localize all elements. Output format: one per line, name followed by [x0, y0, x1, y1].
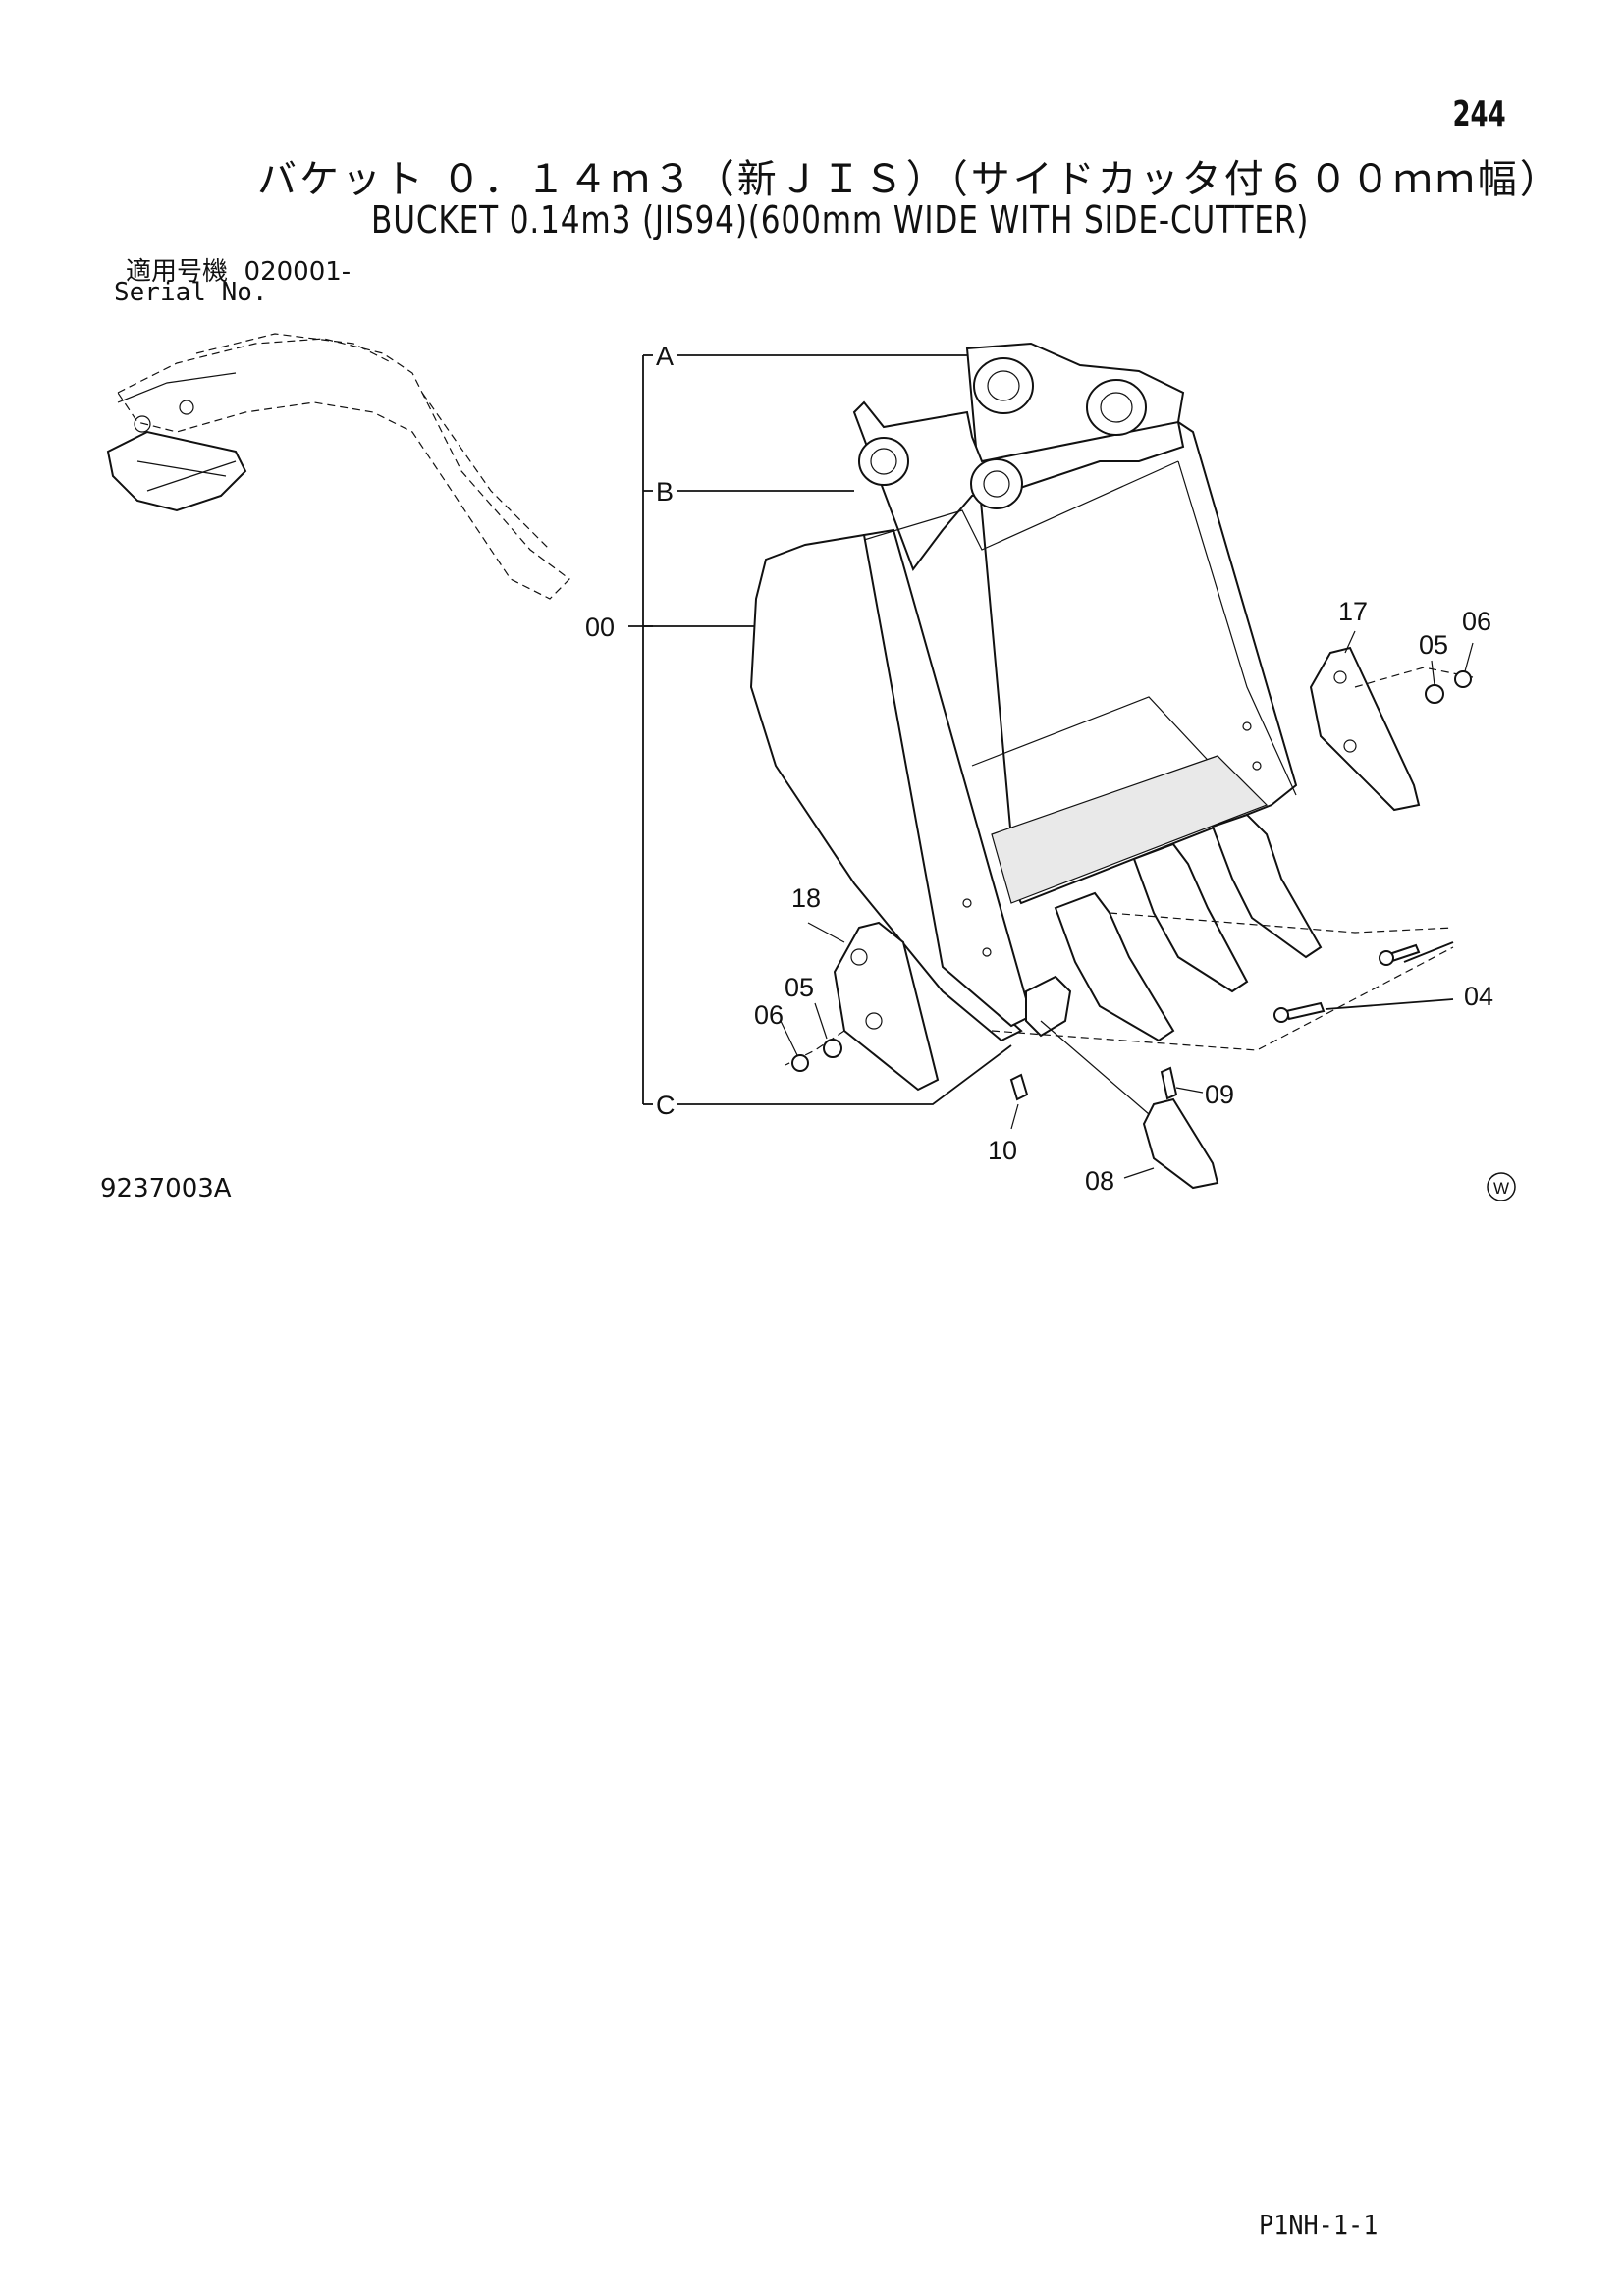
title-english: BUCKET 0.14m3 (JIS94)(600mm WIDE WITH SI… [371, 198, 1310, 241]
callout-08: 08 [1085, 1166, 1114, 1196]
callout-18: 18 [791, 883, 821, 913]
callout-A: A [656, 342, 674, 371]
callout-05-left: 05 [785, 973, 814, 1002]
leader-lines [780, 630, 1474, 1179]
callout-06-left: 06 [754, 1000, 784, 1030]
callout-10: 10 [988, 1136, 1017, 1165]
serial-label-english: Serial No. [114, 278, 268, 307]
serial-value: 020001- [244, 257, 352, 287]
title-japanese: バケット ０．１４ｍ３（新ＪＩＳ）（サイドカッタ付６００ｍｍ幅） [257, 157, 1562, 202]
callout-05-right: 05 [1419, 630, 1448, 660]
bracket-lines [628, 354, 1012, 1105]
excavator-arm-thumbnail [106, 333, 570, 600]
callout-09: 09 [1205, 1080, 1234, 1109]
bucket-body [749, 342, 1298, 1042]
callout-04: 04 [1464, 982, 1493, 1011]
bucket-teeth [991, 813, 1454, 1051]
hardware [791, 670, 1472, 1190]
drawing-id: 9237003A [100, 1174, 232, 1203]
side-cutter-right [1309, 646, 1474, 812]
callout-00: 00 [585, 613, 615, 642]
page-code: P1NH-1-1 [1259, 2209, 1379, 2241]
callout-B: B [656, 477, 674, 507]
serial-label-ja-text: 適用号機 [126, 257, 229, 287]
serial-label-japanese: 適用号機 020001- [126, 251, 351, 288]
watermark-symbol: W [1487, 1172, 1516, 1201]
page-number: 244 [1452, 94, 1506, 134]
callout-17: 17 [1338, 597, 1368, 626]
callout-C: C [656, 1091, 676, 1120]
callout-06-right: 06 [1462, 607, 1491, 636]
watermark-letter: W [1493, 1179, 1509, 1198]
